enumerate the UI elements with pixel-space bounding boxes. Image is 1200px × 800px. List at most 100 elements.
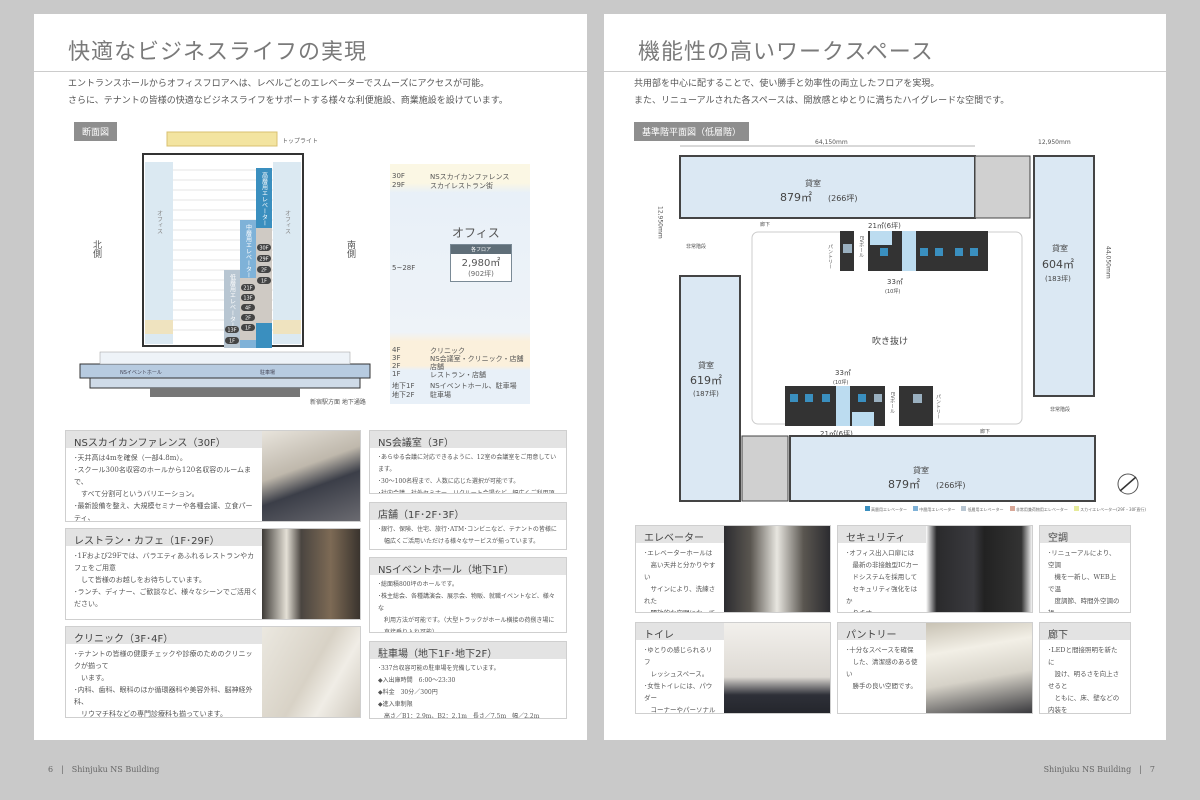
- room-area: 604㎡: [1042, 258, 1074, 271]
- office-label-south: オフィス: [284, 210, 291, 234]
- elevator-stop: 2F: [245, 316, 251, 322]
- card-title: NSスカイカンファレンス（30F）: [66, 431, 262, 449]
- card-body: ･テナントの皆様の健康チェックや診療のためのクリニックが揃って います。 ･内科…: [74, 650, 253, 718]
- mid-elevator-stops: 21F 13F 4F 2F 1F: [241, 284, 255, 332]
- clinic-photo: [262, 627, 360, 717]
- elevator-photo: [724, 526, 830, 612]
- room-label: 貸室: [805, 178, 821, 188]
- elevator-stop: 13F: [227, 328, 236, 334]
- small-room-area: 33㎡: [887, 278, 903, 286]
- core-south: [785, 386, 933, 426]
- stairs-label: 非常階段: [1050, 406, 1070, 413]
- card-title: クリニック（3F･4F）: [66, 627, 262, 645]
- pantry-label: パントリー: [935, 394, 941, 419]
- page-footer-right: Shinjuku NS Building | 7: [1043, 765, 1155, 774]
- toplight-shape: [166, 131, 278, 147]
- card-body: ･銀行、保険、住宅、旅行･ATM･コンビニなど、テナントの皆様に 幅広くご活用い…: [378, 526, 557, 545]
- intro-line: また、リニューアルされた各スペースは、開放感とゆとりに満ちたハイグレードな空間で…: [634, 96, 1010, 106]
- elevator-stop: 29F: [259, 257, 268, 263]
- elevator-stop: 4F: [245, 306, 251, 312]
- room-label: 貸室: [698, 360, 714, 370]
- event-hall-label: NSイベントホール: [120, 370, 162, 376]
- page-footer-left: 6 | Shinjuku NS Building: [48, 765, 160, 774]
- toplight-label: トップライト: [282, 138, 318, 145]
- ev-hall-label: EVホール: [858, 236, 864, 258]
- card-body: ･1Fおよび29Fでは、バラエティあふれるレストランやカフェをご用意 して皆様の…: [74, 552, 258, 608]
- page-title: 快適なビジネスライフの実現: [68, 40, 368, 65]
- pantry-label: パントリー: [827, 244, 833, 269]
- card-pantry: パントリー ･十分なスペースを確保 した、清潔感のある使い 勝手の良い空間です。: [837, 622, 1033, 714]
- office-label-north: オフィス: [156, 210, 163, 234]
- corridor-label: 廊下: [760, 221, 770, 228]
- card-title: エレベーター: [636, 526, 724, 544]
- card-elevator: エレベーター ･エレベーターホールは 高い天井と分かりやすい サインにより、洗練…: [635, 525, 831, 613]
- room-south: [789, 435, 1096, 502]
- elevator-stop: 1F: [229, 339, 235, 345]
- plan-legend: 高層用エレベーター 中層用エレベーター 低層用エレベーター 非常用兼荷物用エレベ…: [864, 506, 1146, 513]
- room-tsubo: (183坪): [1045, 275, 1071, 283]
- toilet-photo: [724, 623, 830, 713]
- card-title: NSイベントホール（地下1F）: [370, 558, 566, 576]
- card-body: ･337台収容可能の駐車場を完備しています。 ◆入出庫時間 6:00～23:30…: [378, 665, 540, 719]
- north-arrow-icon: [1117, 473, 1139, 495]
- room-north: [679, 155, 976, 219]
- card-title: NS会議室（3F）: [370, 431, 566, 449]
- card-event-hall: NSイベントホール（地下1F） ･総面積800坪のホールです。 ･株主総会、各種…: [369, 557, 567, 633]
- conference-photo: [262, 431, 360, 521]
- intro-line: 共用部を中心に配することで、使い勝手と効率性の両立したフロアを実現。: [634, 79, 940, 89]
- card-body: ･オフィス出入口扉には 最新の非接触型ICカー ドシステムを採用して セキュリテ…: [846, 549, 919, 613]
- card-body: ･十分なスペースを確保 した、清潔感のある使い 勝手の良い空間です。: [846, 646, 918, 690]
- intro-line: エントランスホールからオフィスフロアへは、レベルごとのエレベーターでスムーズにア…: [68, 79, 490, 89]
- small-room-area: 21㎡(6坪): [868, 222, 901, 230]
- card-title: レストラン・カフェ（1F･29F）: [66, 529, 262, 547]
- card-air-conditioning: 空調 ･リニューアルにより、空調 機を一新し、WEB上で温 度調節、時間外空調の…: [1039, 525, 1131, 613]
- room-area: 879㎡: [888, 478, 920, 491]
- small-room-tsubo: (10坪): [885, 288, 900, 295]
- basement-3: [150, 388, 300, 397]
- page-title: 機能性の高いワークスペース: [638, 40, 934, 65]
- card-sky-conference: NSスカイカンファレンス（30F） ･天井高は4mを確保（一部4.8m）。 ･ス…: [65, 430, 361, 522]
- room-label: 貸室: [913, 465, 929, 475]
- cross-section-diagram: トップライト 高層用エレベーター 中層用エレベーター 低層用エレベーター 30F…: [79, 131, 371, 406]
- section-label: 断面図: [74, 122, 118, 141]
- elevator-stop: 1F: [245, 326, 251, 332]
- small-room-area: 33㎡: [835, 369, 851, 377]
- office-area-tsubo: (902坪): [468, 270, 494, 278]
- legend-item: 高層用エレベーター: [864, 506, 907, 513]
- intro-text: エントランスホールからオフィスフロアへは、レベルごとのエレベーターでスムーズにア…: [68, 76, 508, 110]
- card-corridor: 廊下 ･LEDと間接照明を新たに 設け、明るさを向上させると ともに、床、壁など…: [1039, 622, 1131, 714]
- office-area-value: 2,980㎡: [461, 258, 501, 269]
- mid-elevator-label: 中層用エレベーター: [245, 223, 252, 278]
- legend-item: 低層用エレベーター: [961, 506, 1004, 513]
- south-office: [273, 162, 301, 344]
- room-tsubo: (266坪): [828, 194, 858, 203]
- card-title: 廊下: [1040, 623, 1130, 641]
- room-tsubo: (266坪): [936, 481, 966, 490]
- ev-hall-label: EVホール: [889, 392, 895, 414]
- security-photo: [926, 526, 1032, 612]
- dimension-right-top: 12,950mm: [1038, 139, 1071, 146]
- floor-row: 5~28F: [392, 264, 416, 272]
- title-rule: [34, 71, 587, 72]
- card-ns-meeting-room: NS会議室（3F） ･あらゆる会議に対応できるように、12室の会議室をご用意して…: [369, 430, 567, 494]
- room-tsubo: (187坪): [693, 390, 719, 398]
- card-title: トイレ: [636, 623, 724, 641]
- south-side-label: 南側: [345, 239, 356, 258]
- section-label: 基準階平面図（低層階）: [634, 122, 750, 141]
- card-title: 店舗（1F･2F･3F）: [370, 503, 566, 521]
- intro-line: さらに、テナントの皆様の快適なビジネスライフをサポートする様々な利便施設、商業施…: [68, 96, 508, 106]
- office-area-box: 各フロア 2,980㎡ (902坪): [450, 244, 512, 282]
- card-title: 空調: [1040, 526, 1130, 544]
- elevator-stop: 2F: [261, 268, 267, 274]
- room-label: 貸室: [1052, 243, 1068, 253]
- elevator-stop: 30F: [259, 246, 268, 252]
- high-elevator-stops: 30F 29F 2F 1F: [257, 244, 271, 285]
- office-area-label: 各フロア: [451, 245, 511, 254]
- low-elevator-stops: 13F 1F: [225, 326, 239, 345]
